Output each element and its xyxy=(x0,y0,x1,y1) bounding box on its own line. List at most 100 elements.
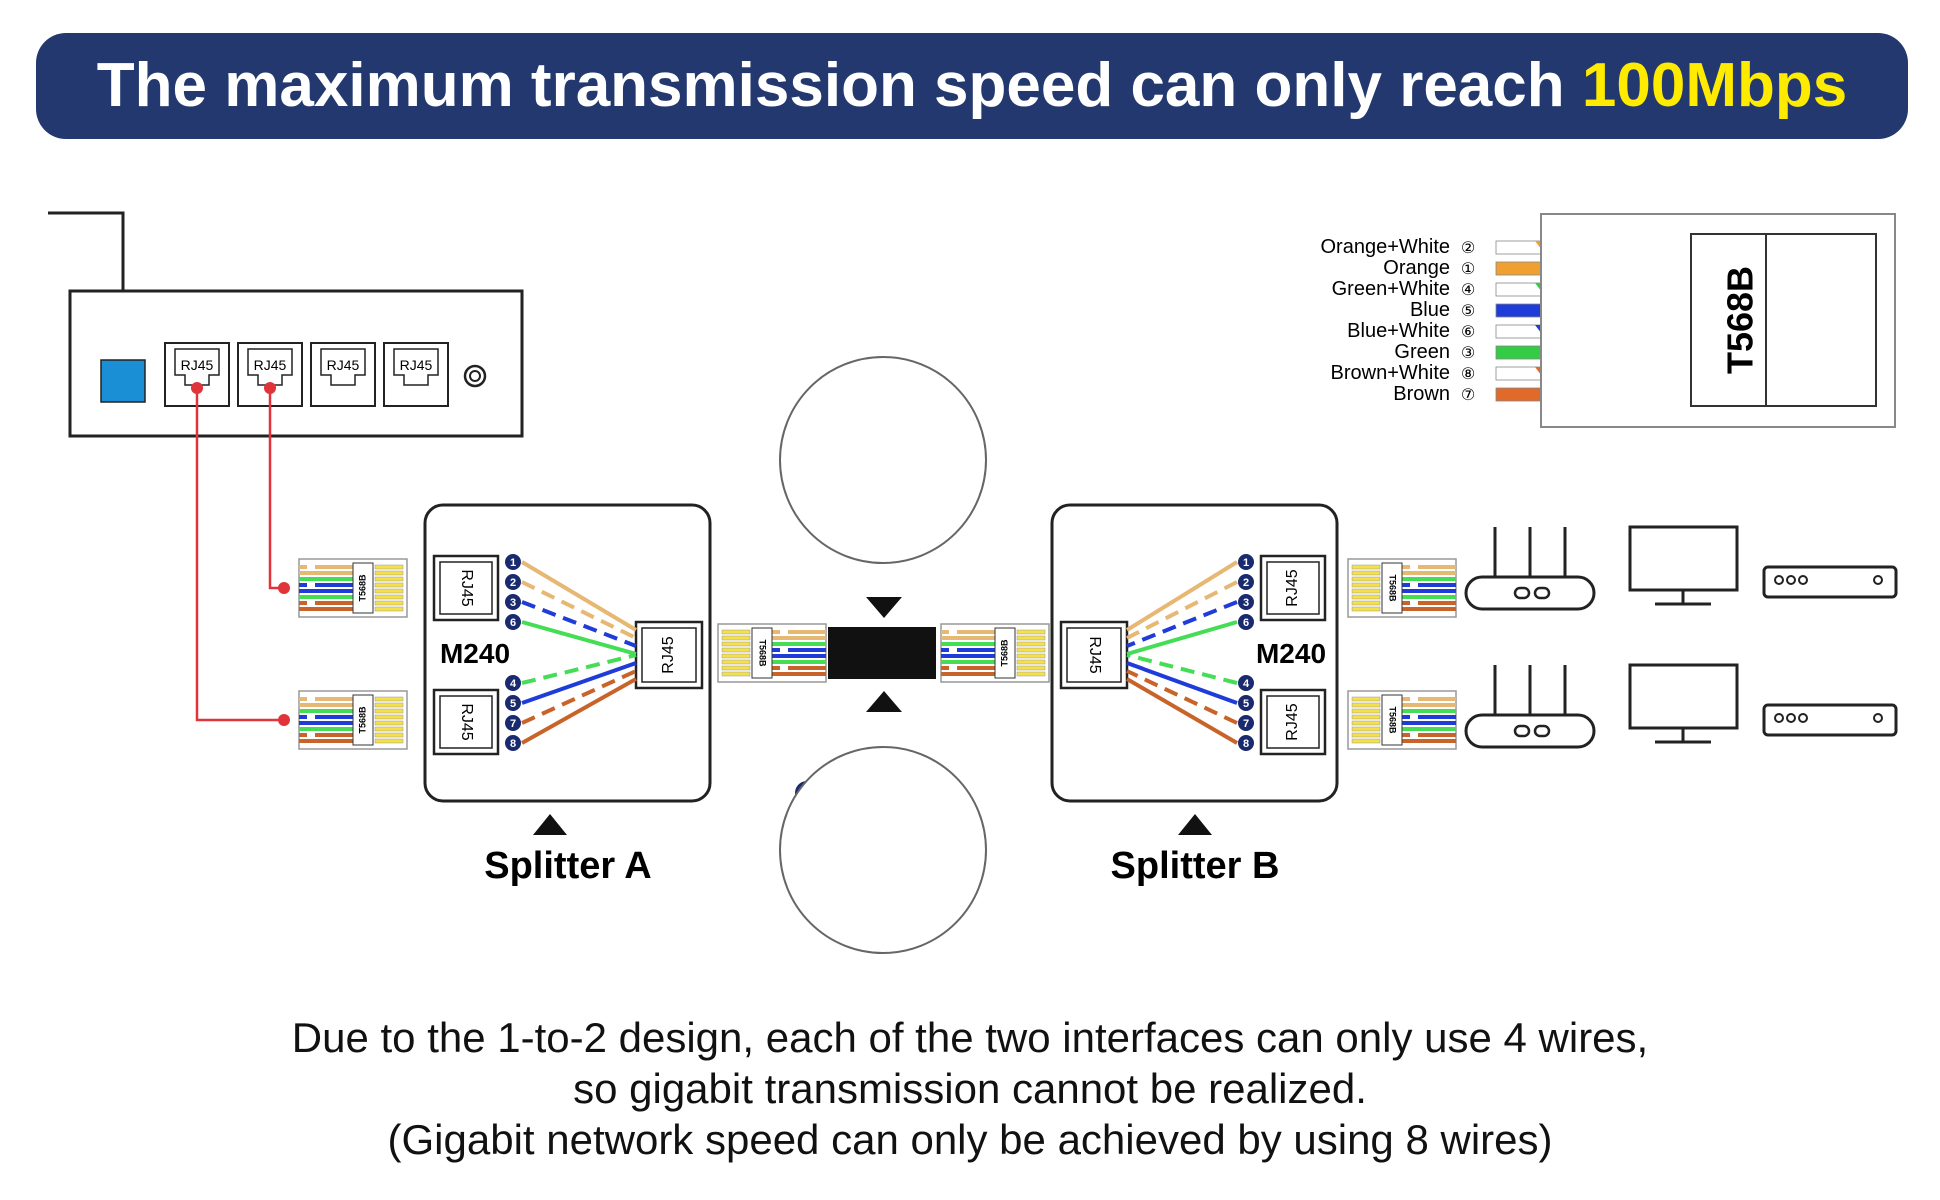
plug-coupler-left-label: T568B xyxy=(758,639,768,667)
plug-splitter-b-top-wire xyxy=(1402,595,1456,599)
device-router-2-icon xyxy=(1464,665,1596,749)
plug-coupler-right-latch xyxy=(994,627,1016,679)
splitter-b-pin-1-badge xyxy=(1238,554,1254,570)
plug-coupler-right-wire-stripe xyxy=(949,630,957,634)
plug-splitter-a-bottom-wire xyxy=(299,721,353,725)
splitter-b-port-top-label: RJ45 xyxy=(1284,569,1301,606)
router-to-plug-lines xyxy=(191,382,290,726)
legend-wire-pin-6: ③ xyxy=(1461,343,1475,362)
splitter-a-name: Splitter A xyxy=(484,845,652,887)
splitter-a-pin-3-badge xyxy=(505,594,521,610)
plug-splitter-b-top-contact xyxy=(1351,570,1381,576)
plug-splitter-a-bottom-contact xyxy=(374,708,404,714)
plug-coupler-right-wire xyxy=(941,672,995,676)
plug-splitter-b-bottom-contact xyxy=(1351,732,1381,738)
legend-wire-name-2: Orange xyxy=(1383,257,1450,279)
splitter-a-pin-5-badge xyxy=(505,695,521,711)
coupler-up-arrow-icon xyxy=(866,691,902,712)
plug-coupler-left-contact xyxy=(721,641,751,647)
splitter-a-pin-1-number: 1 xyxy=(510,557,516,569)
plug-splitter-a-bottom: T568B xyxy=(298,690,408,750)
plug-coupler-right-wire xyxy=(941,648,995,652)
plug-splitter-b-bottom-wire xyxy=(1402,709,1456,713)
plug-splitter-a-bottom-contact xyxy=(374,696,404,702)
splitter-a-port-top-frame xyxy=(432,554,500,622)
plug-coupler-right-contact xyxy=(1016,671,1046,677)
splitter-a-port-common-label: RJ45 xyxy=(660,636,677,673)
router-lan-port-label-3: RJ45 xyxy=(327,357,360,373)
splitter-a-wire-3 xyxy=(521,600,637,648)
plug-splitter-a-bottom-wire xyxy=(299,739,353,743)
legend-wire-pin-5: ⑥ xyxy=(1461,322,1475,341)
router-power-button-icon xyxy=(463,364,487,388)
plug-coupler-right-contact xyxy=(1016,641,1046,647)
plug-coupler-left-wire xyxy=(772,648,826,652)
plug-splitter-a-top-contact xyxy=(374,576,404,582)
plug-splitter-a-top-wire xyxy=(299,607,353,611)
plug-splitter-a-top-wire xyxy=(299,601,353,605)
legend-wire-pin-8: ⑦ xyxy=(1461,385,1475,404)
legend-wire-name-1: Orange+White xyxy=(1320,236,1450,258)
plug-splitter-b-bottom-latch xyxy=(1381,694,1403,746)
plug-splitter-b-top-label: T568B xyxy=(1388,574,1398,602)
plug-coupler-right-contact xyxy=(1016,635,1046,641)
plug-splitter-a-bottom-contact xyxy=(374,720,404,726)
plug-splitter-a-top-contact xyxy=(374,582,404,588)
coupler xyxy=(828,627,936,679)
plug-splitter-b-bottom: T568B xyxy=(1347,690,1457,750)
router-lan-port-label-4: RJ45 xyxy=(400,357,433,373)
legend-standard-label: T568B xyxy=(1720,266,1761,374)
splitter-a-port-top: RJ45 xyxy=(432,554,500,622)
plug-splitter-a-bottom-wire xyxy=(299,697,353,701)
plug-splitter-a-bottom-label: T568B xyxy=(357,706,367,734)
splitter-b-wire-5 xyxy=(1126,661,1238,705)
legend-wire-pin-7: ⑧ xyxy=(1461,364,1475,383)
plug-splitter-a-bottom-wire xyxy=(299,709,353,713)
plug-splitter-a-top-label: T568B xyxy=(357,574,367,602)
plug-coupler-left-wire xyxy=(772,660,826,664)
splitter-b-wire-8 xyxy=(1125,677,1239,745)
splitter-b-port-common: RJ45 xyxy=(1059,620,1129,690)
plug-splitter-b-top-wire xyxy=(1402,583,1456,587)
plug-splitter-a-top-contact xyxy=(374,594,404,600)
splitter-a-pin-2-badge xyxy=(505,574,521,590)
plug-coupler-left-wire xyxy=(772,642,826,646)
plug-coupler-right-wire xyxy=(941,630,995,634)
plug-splitter-b-bottom-wire xyxy=(1402,721,1456,725)
plug-coupler-left-latch xyxy=(751,627,773,679)
plug-splitter-a-bottom-wire-stripe xyxy=(307,697,315,701)
router-lan-port-label-2: RJ45 xyxy=(254,357,287,373)
plug-splitter-a-bottom-contact xyxy=(374,714,404,720)
splitter-b-pin-4-number: 4 xyxy=(1243,678,1250,690)
splitter-b-name: Splitter B xyxy=(1111,845,1280,887)
plug-coupler-left-wire-stripe xyxy=(780,666,788,670)
plug-splitter-b-top-contact xyxy=(1351,576,1381,582)
plug-splitter-b-top-wire xyxy=(1402,571,1456,575)
red-dot-plug-bottom xyxy=(278,714,290,726)
t568b-legend: T568B xyxy=(1540,213,1896,428)
plug-coupler-right-contact xyxy=(1016,665,1046,671)
plug-splitter-a-top-wire xyxy=(299,589,353,593)
plug-splitter-b-top-contact xyxy=(1351,600,1381,606)
plug-coupler-left-wire xyxy=(772,636,826,640)
plug-splitter-b-top-contact xyxy=(1351,606,1381,612)
plug-coupler-left-wire-stripe xyxy=(780,648,788,652)
router-lan-port-socket-4 xyxy=(393,348,439,386)
plug-splitter-b-bottom-wire xyxy=(1402,733,1456,737)
plug-coupler-right-wire xyxy=(941,636,995,640)
splitter-a-pin-7-number: 7 xyxy=(510,718,516,730)
plug-splitter-b-bottom-wire-stripe xyxy=(1410,733,1418,737)
plug-splitter-b-bottom-contact xyxy=(1351,720,1381,726)
plug-splitter-b-top-contact xyxy=(1351,582,1381,588)
splitter-b-pin-4-badge xyxy=(1238,675,1254,691)
plug-splitter-b-top-wire-stripe xyxy=(1410,583,1418,587)
legend-wire-pin-1: ② xyxy=(1461,238,1475,257)
splitter-a-model: M240 xyxy=(440,638,510,669)
title-text: The maximum transmission speed can only … xyxy=(36,33,1908,139)
plug-splitter-b-bottom-wire-stripe xyxy=(1410,715,1418,719)
plug-splitter-b-top-latch xyxy=(1381,562,1403,614)
plug-coupler-right-wire xyxy=(941,666,995,670)
legend-plug-latch xyxy=(1690,233,1767,407)
plug-splitter-a-top-contact xyxy=(374,570,404,576)
